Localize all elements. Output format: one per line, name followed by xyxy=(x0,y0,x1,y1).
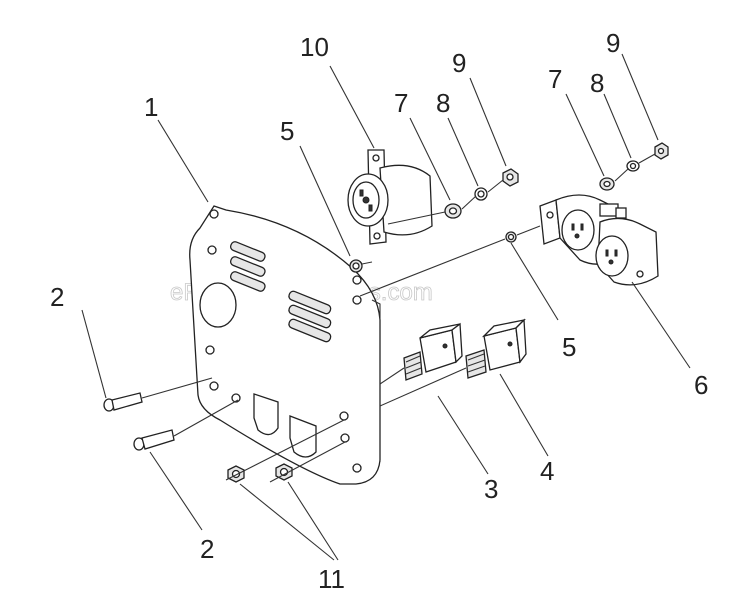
label-3: 3 xyxy=(484,474,498,504)
twist-lock-receptacle xyxy=(347,149,433,245)
washer-7-right xyxy=(599,177,615,191)
label-7-left: 7 xyxy=(394,88,408,118)
label-9-left: 9 xyxy=(452,48,466,78)
label-5-right: 5 xyxy=(562,332,576,362)
leader-lines xyxy=(81,53,691,561)
nut-9-left xyxy=(502,168,519,187)
washer-7-left xyxy=(444,203,462,219)
label-1: 1 xyxy=(144,92,158,122)
label-2-bottom: 2 xyxy=(200,534,214,564)
nut-9-right xyxy=(654,142,669,160)
nut-11-left xyxy=(227,465,245,483)
label-8-left: 8 xyxy=(436,88,450,118)
circuit-breaker-4 xyxy=(465,318,527,379)
label-5-left: 5 xyxy=(280,116,294,146)
label-8-right: 8 xyxy=(590,68,604,98)
screw-top xyxy=(103,392,143,412)
screw-bottom xyxy=(133,429,175,451)
washer-5-left xyxy=(349,259,363,273)
washer-8-left xyxy=(474,187,488,201)
duplex-receptacle xyxy=(539,194,659,286)
label-10: 10 xyxy=(300,32,329,62)
washer-5-right xyxy=(505,231,517,243)
label-2-top: 2 xyxy=(50,282,64,312)
control-panel-plate xyxy=(189,205,381,485)
assembly-lines xyxy=(141,153,656,483)
label-4: 4 xyxy=(540,456,554,486)
label-7-right: 7 xyxy=(548,64,562,94)
washer-8-right xyxy=(626,160,640,172)
label-9-right: 9 xyxy=(606,28,620,58)
label-6: 6 xyxy=(694,370,708,400)
circuit-breaker-3 xyxy=(403,322,463,381)
label-11: 11 xyxy=(318,564,345,594)
